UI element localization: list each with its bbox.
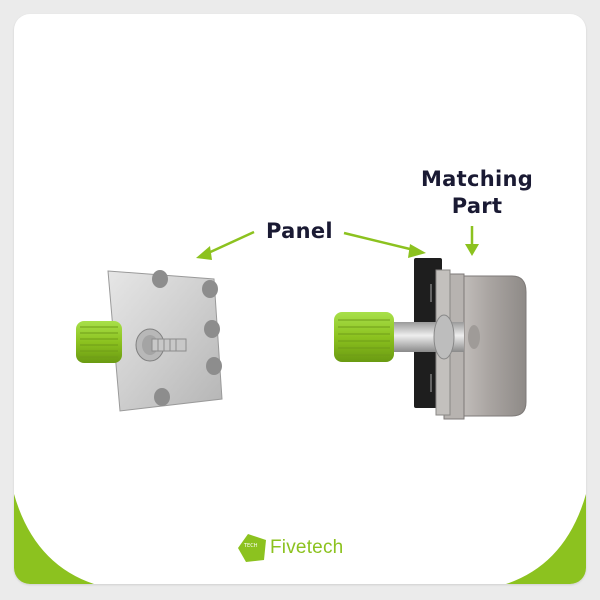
matching-part-label: Matching Part — [412, 166, 542, 220]
panel-label: Panel — [266, 219, 333, 243]
corner-swoosh-right — [506, 494, 586, 584]
right-connector-assembly-image — [334, 258, 527, 420]
logo-brand-name: Fivetech — [270, 537, 344, 558]
corner-swoosh-left — [14, 494, 94, 584]
matching-part-label-line2: Part — [451, 194, 503, 218]
matching-part-label-line1: Matching — [420, 167, 534, 191]
pentagon-icon — [238, 534, 266, 562]
fivetech-logo: TECH Fivetech — [236, 532, 343, 564]
logo-badge: TECH — [236, 532, 268, 564]
product-card: Panel Matching Part TECH Fivetech — [14, 14, 586, 584]
logo-badge-text: TECH — [244, 543, 258, 549]
callout-arrows — [196, 226, 479, 260]
left-connector-image — [76, 270, 223, 412]
